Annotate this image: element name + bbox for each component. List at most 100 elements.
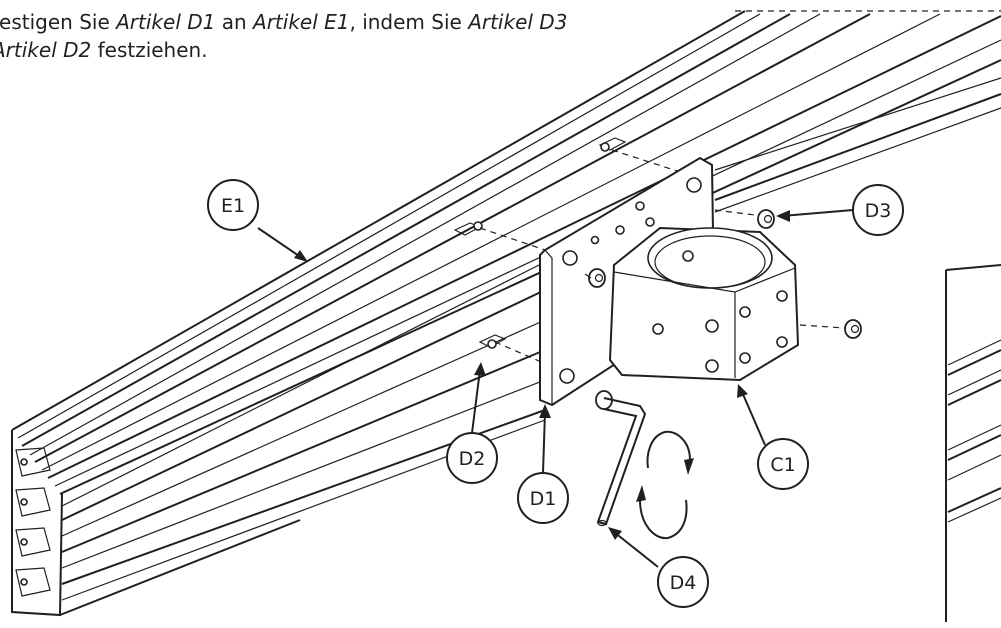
rail-groove-line	[21, 13, 791, 447]
rail-profile-slot	[15, 527, 51, 557]
leader-arrowhead	[474, 362, 486, 376]
rail-slot-line	[54, 39, 1001, 487]
instruction-text: festigen Sie Artikel D1 an Artikel E1, i…	[0, 8, 732, 64]
clamp-hole	[776, 336, 788, 348]
leader-line	[741, 391, 766, 446]
rail-bottom-edge	[59, 519, 301, 616]
leader-arrowhead	[294, 250, 308, 262]
t-nut	[478, 334, 507, 348]
plate-hole	[559, 368, 575, 384]
rail-groove-line	[714, 93, 1001, 201]
hex-key-tip	[597, 519, 607, 527]
inset-rail-line	[947, 369, 1001, 396]
inset-rail-line	[947, 434, 1001, 461]
clamp-hole	[705, 319, 719, 333]
instruction-item-d2: Artikel D2	[0, 38, 92, 62]
clamp-hole	[682, 250, 694, 262]
callout-circle	[852, 184, 904, 236]
plate-hole	[635, 201, 645, 211]
plate-hole	[590, 235, 600, 245]
rail-profile-hole	[20, 578, 28, 586]
instruction-part-8: festziehen.	[91, 38, 208, 62]
leader-arrowhead	[539, 404, 551, 418]
rail-slot-line	[61, 261, 546, 507]
clamp-hole	[705, 359, 719, 373]
plate-hole	[645, 217, 655, 227]
inset-border-top	[945, 264, 1001, 271]
screw-head	[844, 319, 862, 339]
inset-rail-line	[947, 454, 1001, 481]
callout-e1: E1	[207, 179, 308, 262]
instruction-part-5: , indem Sie	[349, 10, 469, 34]
screw-hex-socket	[763, 214, 773, 224]
callout-d4: D4	[608, 527, 709, 608]
rail-slot-line	[714, 107, 1001, 213]
rail-groove-line	[34, 13, 871, 463]
callout-circle	[517, 472, 569, 524]
callout-d1: D1	[517, 404, 569, 524]
callout-circle	[757, 438, 809, 490]
inset-rail-line	[947, 497, 1001, 523]
plate-hole	[615, 225, 625, 235]
rail-groove-line	[59, 59, 1001, 495]
t-nut-hole	[487, 339, 497, 349]
clamp-bore	[647, 227, 773, 289]
callout-circle	[207, 179, 259, 231]
clamp-hole	[739, 306, 751, 318]
clamp-hole	[776, 290, 788, 302]
hex-key-body	[596, 397, 647, 526]
rail-slot-line	[61, 379, 546, 569]
t-nut-hole	[600, 142, 610, 152]
instruction-item-d1: Artikel D1	[116, 10, 216, 34]
callout-label: D2	[459, 448, 486, 470]
hex-key-d4	[595, 390, 647, 527]
callout-label: C1	[770, 454, 795, 476]
callout-circle	[446, 432, 498, 484]
clamp-c1	[608, 226, 800, 382]
leader-arrowhead	[608, 527, 622, 540]
leader-arrowhead	[776, 210, 790, 222]
clamp-hole	[652, 323, 664, 335]
rail-profile-slot	[15, 487, 51, 517]
rail-profile-slot	[15, 447, 51, 477]
rail-groove-line	[61, 349, 546, 553]
alignment-dashed-line	[714, 209, 756, 216]
rail-profile-hole	[20, 538, 28, 546]
leader-line	[613, 531, 659, 568]
instruction-part-3: an	[215, 10, 254, 34]
rail-slot-line	[714, 77, 1001, 171]
inset-detail-box	[945, 264, 1001, 622]
inset-rail-line	[947, 424, 1001, 451]
callout-d2: D2	[446, 362, 498, 484]
leader-line	[542, 411, 546, 474]
callout-label: D1	[530, 488, 557, 510]
clamp-hole	[739, 352, 751, 364]
screw-head	[588, 268, 606, 288]
instruction-part-1: festigen Sie	[0, 10, 117, 34]
inset-rail-line	[947, 379, 1001, 406]
leader-line	[257, 227, 303, 259]
callout-label: E1	[221, 195, 245, 217]
rail-profile-hole	[20, 458, 28, 466]
rotation-arrowhead	[636, 485, 646, 502]
rail-slot-line	[61, 319, 546, 537]
inset-rail-line	[947, 487, 1001, 513]
plate-hole	[562, 250, 578, 266]
rail-profile-hole	[20, 498, 28, 506]
screw-hex-socket	[850, 324, 860, 334]
callout-label: D4	[670, 572, 697, 594]
plate-edge	[544, 249, 553, 405]
callout-d3: D3	[776, 184, 904, 236]
rail-slot-line	[17, 13, 761, 439]
plate-hole	[686, 177, 702, 193]
screw-shank	[584, 273, 592, 279]
rotation-arc-lower	[639, 499, 688, 540]
instruction-item-e1: Artikel E1	[253, 10, 350, 34]
leader-line	[781, 209, 854, 217]
rail-groove-line	[61, 289, 546, 521]
screw-hex-socket	[594, 273, 604, 283]
rotation-arrows	[636, 430, 694, 540]
alignment-dashed-line	[799, 324, 846, 329]
